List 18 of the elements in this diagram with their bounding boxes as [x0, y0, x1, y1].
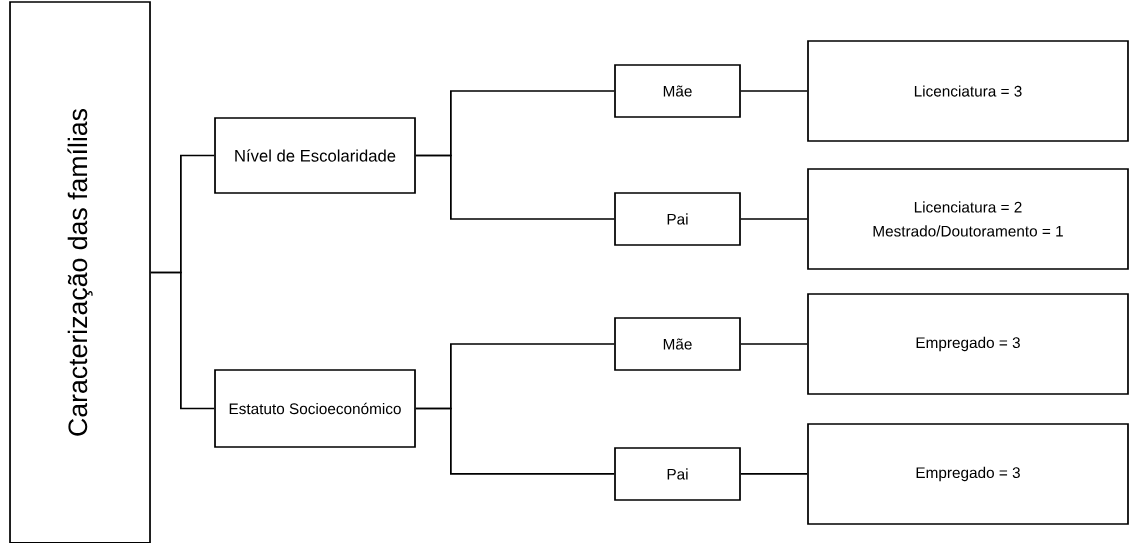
connector [740, 473, 808, 475]
connector [415, 154, 615, 220]
result-box: Licenciatura = 2 Mestrado/Doutoramento = 1 [807, 168, 1129, 270]
branch-box: Nível de Escolaridade [214, 117, 416, 194]
parent-box: Mãe [614, 64, 741, 118]
result-box: Empregado = 3 [807, 293, 1129, 395]
category-box: Caracterização das famílias [9, 1, 151, 543]
connector [740, 343, 808, 345]
parent-box: Mãe [614, 317, 741, 371]
branch-box: Estatuto Socioeconómico [214, 369, 416, 448]
connector [150, 271, 215, 410]
connector [740, 90, 808, 92]
result-box: Empregado = 3 [807, 423, 1129, 525]
parent-box: Pai [614, 192, 741, 246]
connector [415, 407, 615, 475]
parent-box: Pai [614, 447, 741, 501]
connector [740, 218, 808, 220]
result-box: Licenciatura = 3 [807, 40, 1129, 142]
